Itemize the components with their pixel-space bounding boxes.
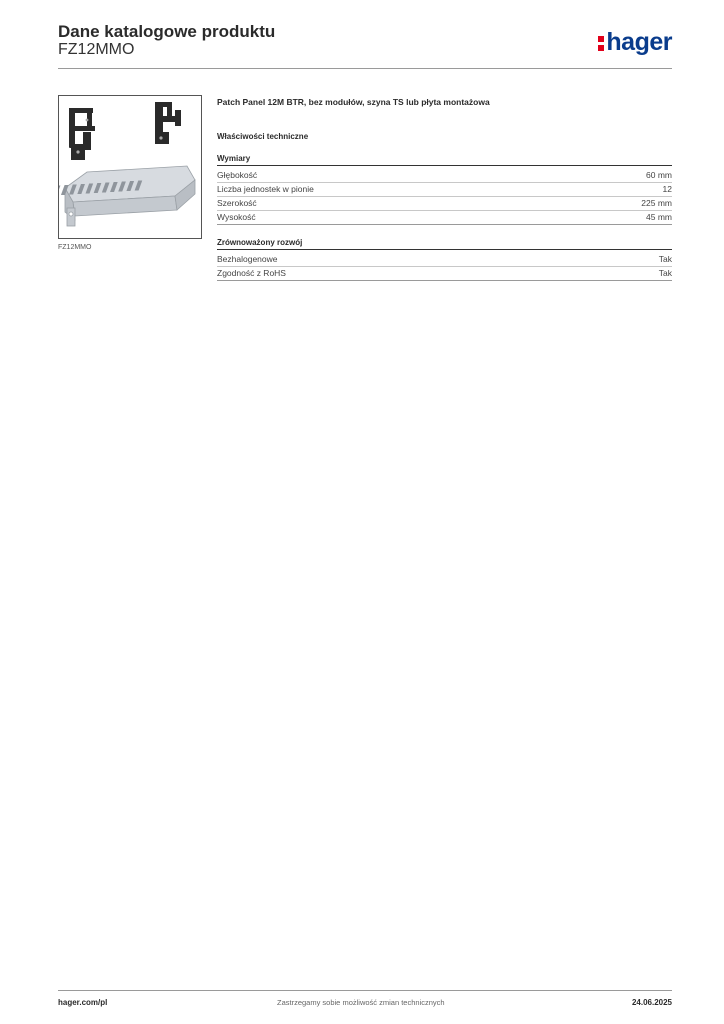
header-divider (58, 68, 672, 69)
row-value: 225 mm (641, 198, 672, 208)
panel-slots (59, 180, 143, 196)
properties-title: Właściwości techniczne (217, 132, 309, 141)
patch-panel-illustration (59, 102, 196, 227)
group-sustainability: Zrównoważony rozwój Bezhalogenowe Tak Zg… (217, 238, 672, 281)
product-image (58, 95, 202, 239)
row-value: Tak (658, 254, 672, 264)
footer-divider (58, 990, 672, 991)
row-value: 45 mm (646, 212, 672, 222)
panel-feet-icon (66, 207, 76, 227)
image-caption: FZ12MMO (58, 244, 92, 251)
hager-logo: hager (598, 28, 672, 57)
table-row: Głębokość 60 mm (217, 169, 672, 183)
group-title: Zrównoważony rozwój (217, 238, 672, 250)
group-dimensions: Wymiary Głębokość 60 mm Liczba jednostek… (217, 154, 672, 225)
row-value: Tak (658, 268, 672, 278)
table-row: Bezhalogenowe Tak (217, 253, 672, 267)
footer-website-link[interactable]: hager.com/pl (58, 998, 108, 1007)
page-title: Dane katalogowe produktu (58, 22, 276, 41)
row-value: 60 mm (646, 170, 672, 180)
table-row: Liczba jednostek w pionie 12 (217, 183, 672, 197)
product-code: FZ12MMO (58, 41, 135, 58)
row-label: Liczba jednostek w pionie (217, 184, 314, 194)
left-bracket-icon (69, 108, 95, 160)
row-label: Bezhalogenowe (217, 254, 278, 264)
footer-date: 24.06.2025 (631, 998, 672, 1007)
product-details: Patch Panel 12M BTR, bez modułów, szyna … (217, 95, 672, 294)
row-label: Zgodność z RoHS (217, 268, 286, 278)
table-row: Wysokość 45 mm (217, 211, 672, 225)
logo-text: hager (606, 28, 672, 56)
table-row: Zgodność z RoHS Tak (217, 267, 672, 281)
row-label: Szerokość (217, 198, 257, 208)
row-label: Głębokość (217, 170, 258, 180)
group-title: Wymiary (217, 154, 672, 166)
product-description: Patch Panel 12M BTR, bez modułów, szyna … (217, 97, 490, 107)
row-label: Wysokość (217, 212, 256, 222)
table-row: Szerokość 225 mm (217, 197, 672, 211)
panel-body-icon (64, 165, 196, 221)
row-value: 12 (662, 184, 672, 194)
logo-dots-icon (598, 33, 605, 53)
footer-disclaimer: Zastrzegamy sobie możliwość zmian techni… (277, 998, 445, 1007)
right-bracket-icon (155, 102, 181, 144)
page-header: Dane katalogowe produktu FZ12MMO hager (58, 22, 672, 68)
